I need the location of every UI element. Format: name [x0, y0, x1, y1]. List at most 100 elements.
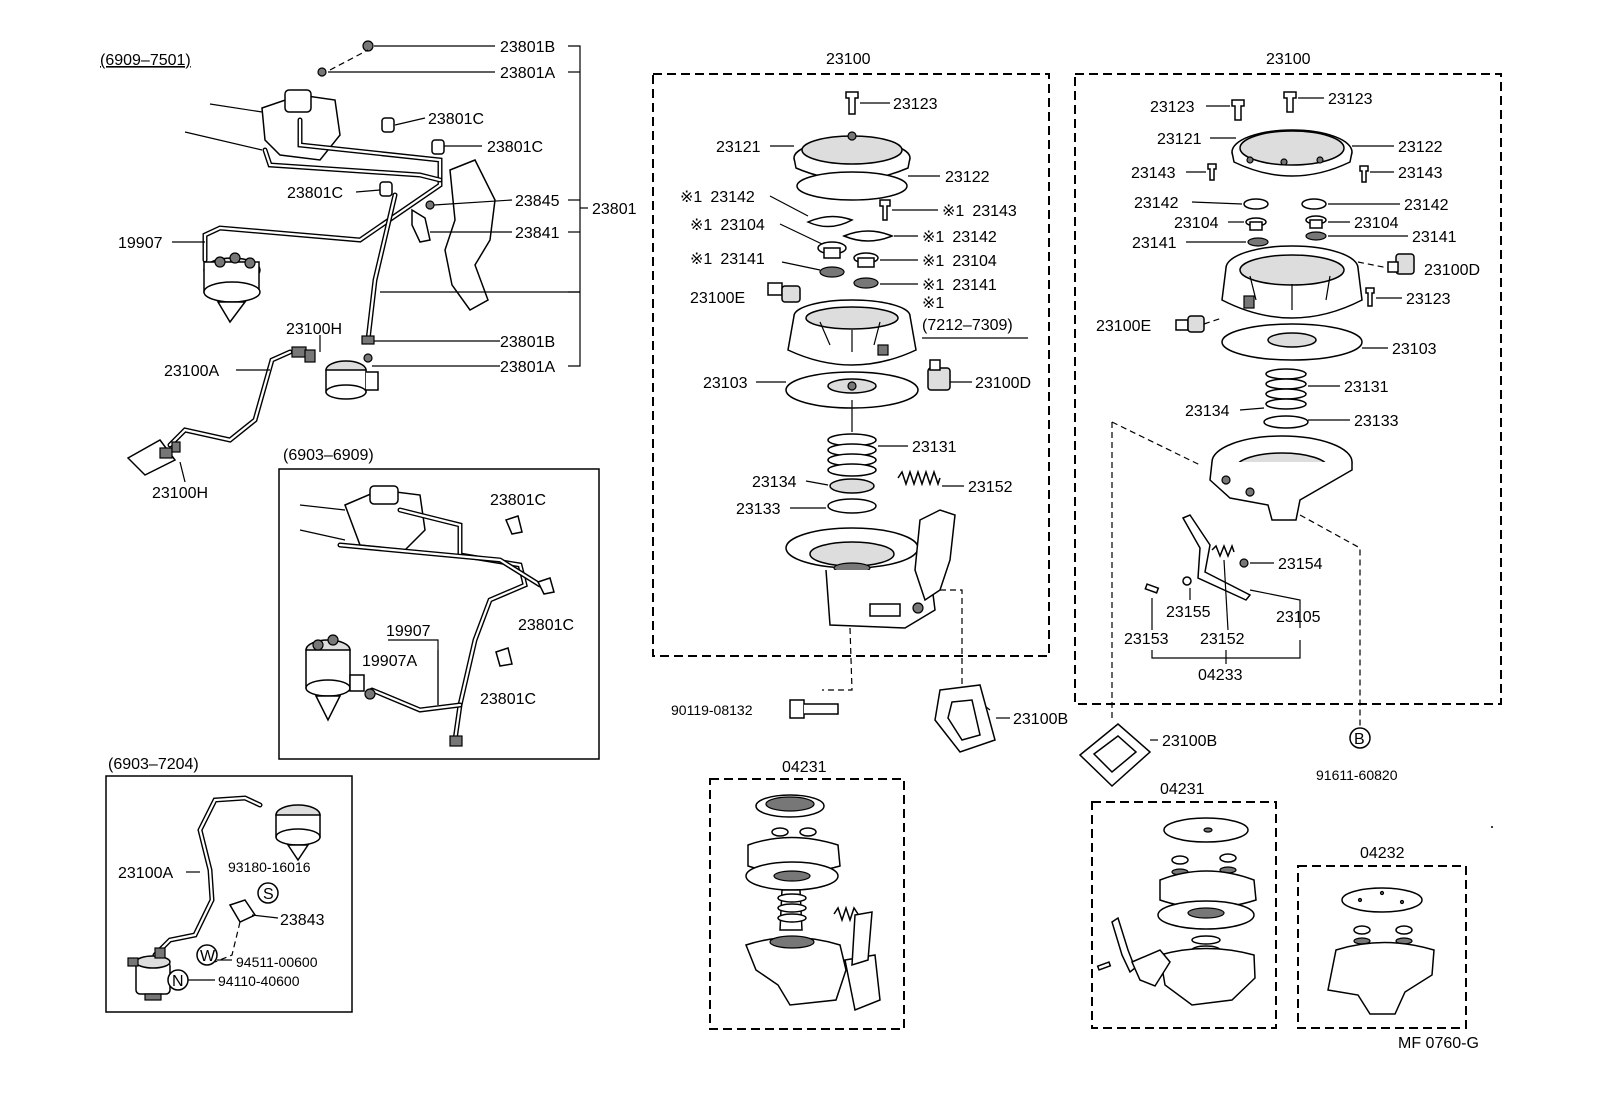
label-23104: 23104: [1354, 215, 1399, 232]
label-23100A: 23100A: [164, 363, 219, 380]
label-23123: 23123: [893, 96, 938, 113]
label-23801C: 23801C: [480, 691, 536, 708]
label-23103: 23103: [1392, 341, 1437, 358]
repair-kit-04232: 04232: [1297, 845, 1467, 1029]
label-19907A: 19907A: [362, 653, 417, 670]
pump-cover-illustration: [1231, 129, 1353, 177]
label-23143: 23143: [1131, 165, 1176, 182]
grommet-icon: [317, 67, 327, 77]
oil-seal-icon: [1263, 415, 1309, 429]
spring-icon: [827, 433, 877, 477]
drawing-code: MF 0760-G: [1398, 1035, 1479, 1052]
label-23801C: 23801C: [518, 617, 574, 634]
label-23100B: 23100B: [1162, 733, 1217, 750]
mounting-bolt: 90119-08132: [671, 699, 839, 719]
marker-s: S: [263, 886, 274, 903]
valve-gasket-icon: [1301, 198, 1327, 210]
label-23801C: 23801C: [428, 111, 484, 128]
date-range-6903-7204: (6903–7204): [108, 756, 199, 773]
label-23122: 23122: [945, 169, 990, 186]
pump-lower-body-illustration: [1209, 435, 1353, 521]
label-23100D: 23100D: [1424, 262, 1480, 279]
label-23121: 23121: [716, 139, 761, 156]
label-23143: 23143: [1398, 165, 1443, 182]
clamp-icon: [228, 899, 257, 923]
screw-icon: [1365, 287, 1375, 307]
label-23153: 23153: [1124, 631, 1169, 648]
distributor-illustration: [203, 252, 261, 324]
date-range-6903-6909: (6903–6909): [283, 447, 374, 464]
fan-shroud-illustration: [380, 159, 580, 311]
label-93180-16016: 93180-16016: [228, 859, 311, 875]
label-23154: 23154: [1278, 556, 1323, 573]
label-23152: 23152: [1200, 631, 1245, 648]
label-23133: 23133: [1354, 413, 1399, 430]
outlet-fitting-icon: [927, 359, 951, 391]
label-23142: 23142: [1404, 197, 1449, 214]
label-23841: 23841: [515, 225, 560, 242]
label-23122: 23122: [1398, 139, 1443, 156]
repair-kit-04231-center: 04231: [709, 759, 905, 1030]
screw-icon: [1283, 91, 1297, 113]
outlet-fitting-icon: [1387, 253, 1415, 275]
spring-icon: [1265, 368, 1307, 410]
insulator-gasket-center: 23100B: [934, 684, 1068, 753]
insulator-gasket-right: 23100B: [1078, 723, 1217, 788]
label-23801: 23801: [592, 201, 637, 218]
oil-seal-icon: [827, 498, 877, 514]
fuel-hose-assembly-upper: 23100H 23100A 23100H: [126, 321, 379, 502]
label-04231: 04231: [782, 759, 827, 776]
grommet-icon: [361, 335, 375, 345]
label-23801B: 23801B: [500, 334, 555, 351]
valve-washer-icon: [1247, 237, 1269, 247]
hose-clamp-icon: [364, 688, 376, 700]
inlet-fitting-icon: [767, 282, 801, 303]
label-23100D: 23100D: [975, 375, 1031, 392]
valve-washer-icon: [853, 277, 879, 289]
hose-fitting-icon: [411, 208, 431, 243]
marker-b: B: [1354, 731, 1365, 748]
label-23134: 23134: [1185, 403, 1230, 420]
label-04232: 04232: [1360, 845, 1405, 862]
label-23100B: 23100B: [1013, 711, 1068, 728]
distributor-illustration: [305, 634, 365, 722]
valve-icon: [817, 241, 847, 259]
label-23142: 23142: [1134, 195, 1179, 212]
label-23131: 23131: [912, 439, 957, 456]
washer-icon: [1182, 576, 1192, 586]
label-23141: 23141: [1132, 235, 1177, 252]
clamp-icon: [536, 577, 555, 595]
screw-icon: [1207, 163, 1217, 181]
rocker-arm-illustration: [1181, 514, 1252, 601]
label-23123: 23123: [1406, 291, 1451, 308]
label-23133: 23133: [736, 501, 781, 518]
pump-lower-body-illustration: [785, 509, 956, 629]
label-04231: 04231: [1160, 781, 1205, 798]
label-23100A: 23100A: [118, 865, 173, 882]
label-23801C: 23801C: [487, 139, 543, 156]
label-23801A: 23801A: [500, 359, 555, 376]
pin-icon: [1144, 583, 1160, 594]
fuel-pipe-main: [202, 117, 443, 343]
vacuum-canister-illustration: [325, 360, 379, 400]
label-23103: 23103: [703, 375, 748, 392]
valve-washer-icon: [1305, 231, 1327, 241]
label-23131: 23131: [1344, 379, 1389, 396]
label-23152: 23152: [968, 479, 1013, 496]
clamp-icon: [379, 181, 393, 197]
label-19907: 19907: [118, 235, 163, 252]
grommet-icon: [449, 735, 463, 747]
spring-retainer-icon: [829, 478, 875, 494]
screw-icon: [1359, 165, 1369, 183]
carburetor-illustration: [299, 485, 426, 551]
valve-icon: [853, 252, 879, 268]
marker-w: W: [200, 948, 216, 965]
label-23845: 23845: [515, 193, 560, 210]
marker-n: N: [172, 973, 184, 990]
pump-upper-body-illustration: [1221, 245, 1363, 319]
